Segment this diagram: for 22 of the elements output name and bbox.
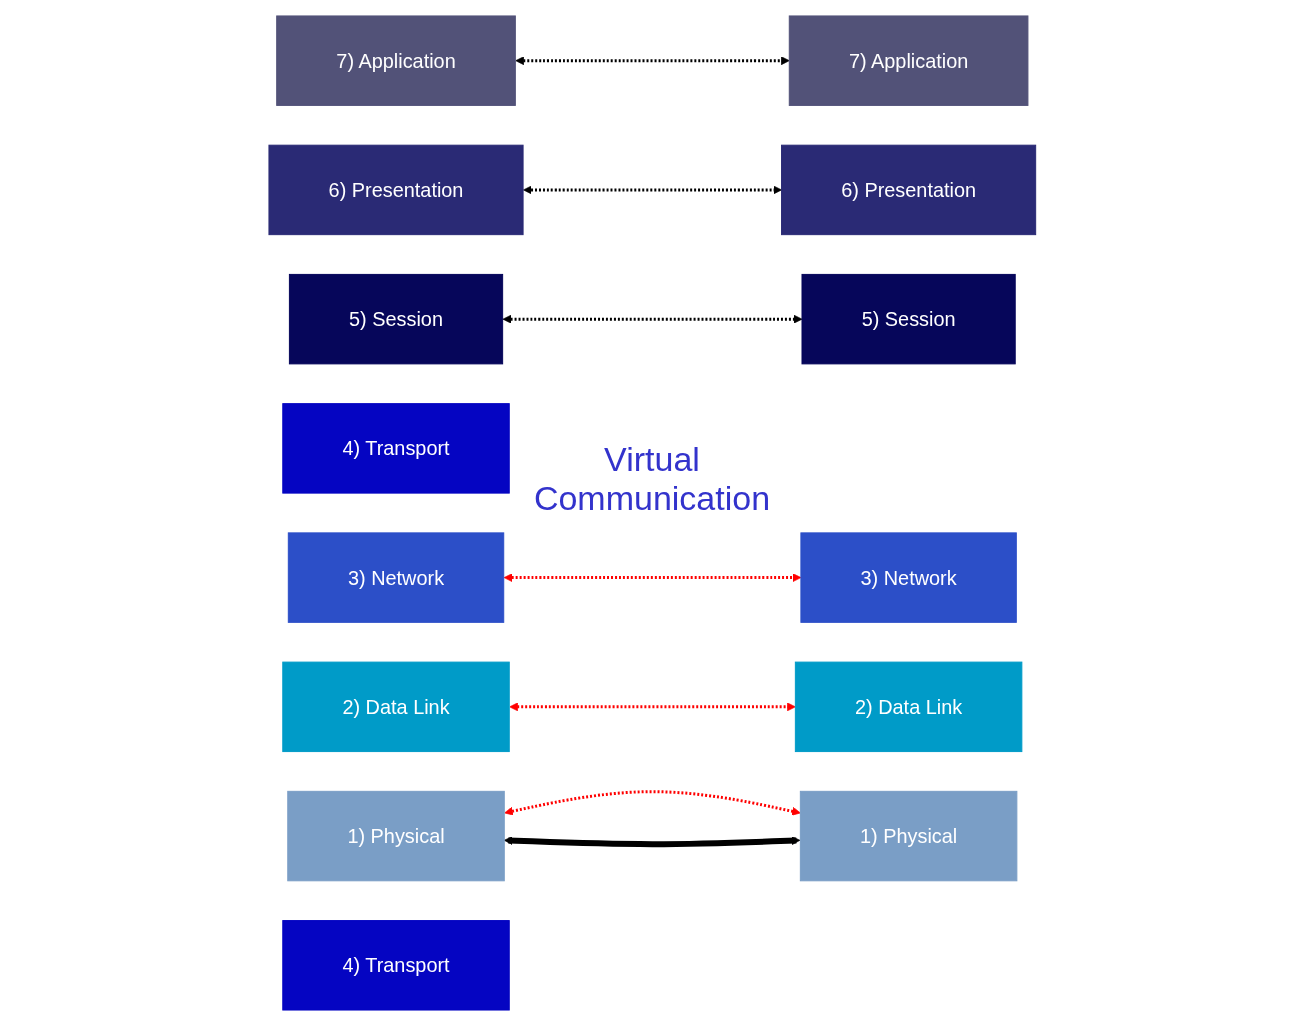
node-box: 7) Application	[788, 15, 1029, 106]
arrow	[503, 573, 801, 582]
node-box: 1) Physical	[286, 790, 505, 882]
node-box: 2) Data Link	[281, 661, 510, 753]
node-box: 4) Transport	[281, 920, 510, 1011]
node-box: 3) Network	[287, 532, 504, 623]
node-box: 3) Network	[800, 532, 1017, 623]
arrow	[508, 702, 796, 712]
node-box: 6) Presentation	[268, 144, 524, 236]
arrow	[503, 790, 801, 816]
annotation-text: Virtual Communication	[532, 440, 772, 518]
arrow	[503, 836, 801, 848]
node-box: 6) Presentation	[780, 144, 1036, 236]
arrow	[502, 314, 803, 324]
arrow	[522, 185, 782, 195]
node-box: 5) Session	[288, 273, 503, 365]
node-box: 7) Application	[275, 15, 516, 106]
node-box: 1) Physical	[799, 790, 1018, 882]
node-box: 4) Transport	[281, 403, 510, 494]
node-box: 5) Session	[801, 273, 1016, 365]
node-box: 2) Data Link	[794, 661, 1023, 753]
arrow	[515, 56, 790, 66]
